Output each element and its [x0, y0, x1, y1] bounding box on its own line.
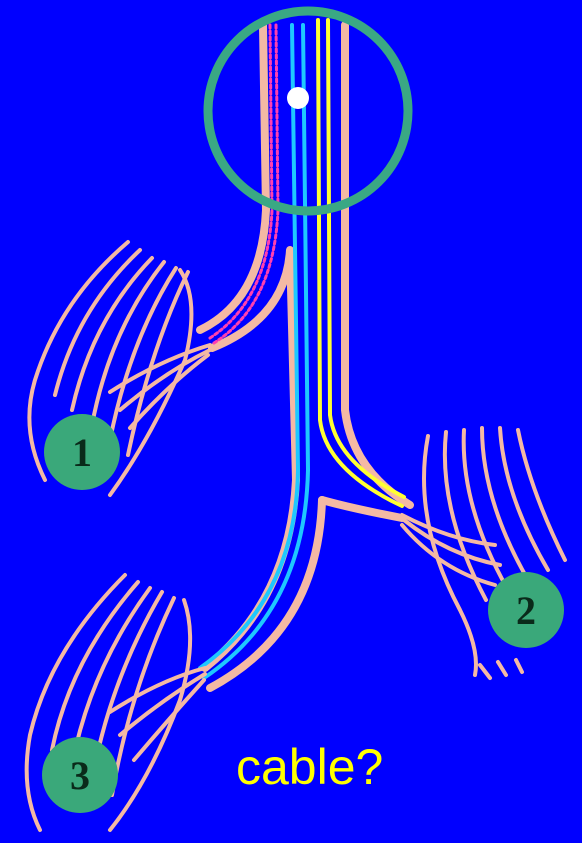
badge-3-label: 3 — [70, 753, 90, 798]
badge-1: 1 — [44, 414, 120, 490]
recording-point — [287, 87, 309, 109]
badge-2: 2 — [488, 572, 564, 648]
caption-text: cable? — [236, 742, 383, 792]
badge-1-label: 1 — [72, 430, 92, 475]
nerve-trunk — [200, 20, 410, 688]
focus-ring — [208, 11, 408, 211]
badge-2-label: 2 — [516, 588, 536, 633]
badge-3: 3 — [42, 737, 118, 813]
